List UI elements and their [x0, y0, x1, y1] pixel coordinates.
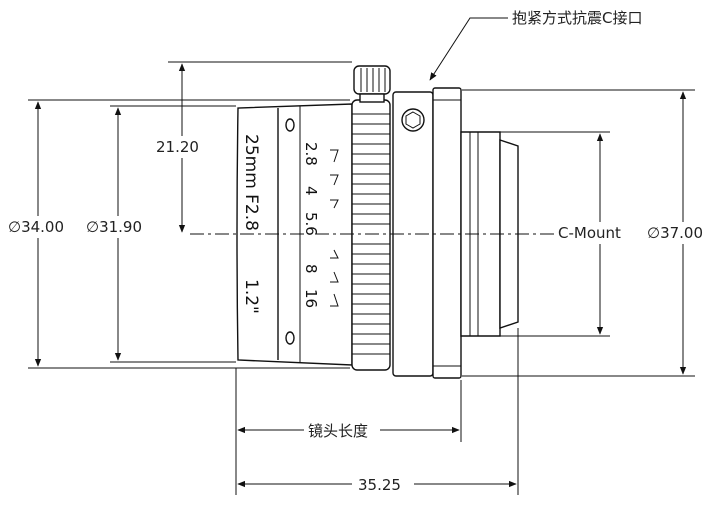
engraving-line-1: 25mm F2.8 — [241, 134, 261, 231]
lock-screw-knurl — [360, 68, 386, 92]
knurled-ring — [351, 99, 391, 371]
lock-screw-stem — [359, 93, 385, 103]
aperture-mark-3: 5.6 — [302, 212, 320, 236]
index-dot-top — [285, 118, 295, 132]
length-label: 镜头长度 — [308, 422, 368, 440]
dia-outer-label: ∅34.00 — [8, 218, 64, 236]
mount-label: C-Mount — [558, 224, 621, 242]
height-top-bg — [152, 136, 206, 158]
extension-lines — [28, 61, 695, 495]
lens-engraving: 25mm F2.8 1.2" — [241, 134, 261, 314]
aperture-mark-4: 8 — [302, 264, 320, 274]
aperture-mark-1: 2.8 — [302, 142, 320, 166]
dia-inner-bg — [86, 216, 152, 238]
mount-flange — [432, 87, 462, 379]
aperture-mark-5: 16 — [302, 289, 320, 308]
knurl-lines — [352, 113, 390, 355]
hex-socket — [405, 111, 421, 129]
height-top-label: 21.20 — [156, 138, 199, 156]
lens-body — [236, 65, 519, 379]
index-dot-bottom — [285, 331, 295, 345]
aperture-ticks — [330, 149, 339, 307]
length-value-label: 35.25 — [358, 476, 401, 494]
dia-outer-bg — [8, 216, 74, 238]
mount-dia-bg — [556, 222, 716, 244]
length-value-bg — [352, 475, 414, 495]
engraving-line-2: 1.2" — [241, 279, 261, 314]
aperture-mark-2: 4 — [302, 186, 320, 196]
dia-inner-label: ∅31.90 — [86, 218, 142, 236]
aperture-scale: 2.8 4 5.6 8 16 — [302, 142, 320, 308]
mount-dia-label: ∅37.00 — [647, 224, 703, 242]
callout-label: 抱紧方式抗震C接口 — [512, 9, 642, 27]
length-label-bg — [304, 421, 380, 441]
